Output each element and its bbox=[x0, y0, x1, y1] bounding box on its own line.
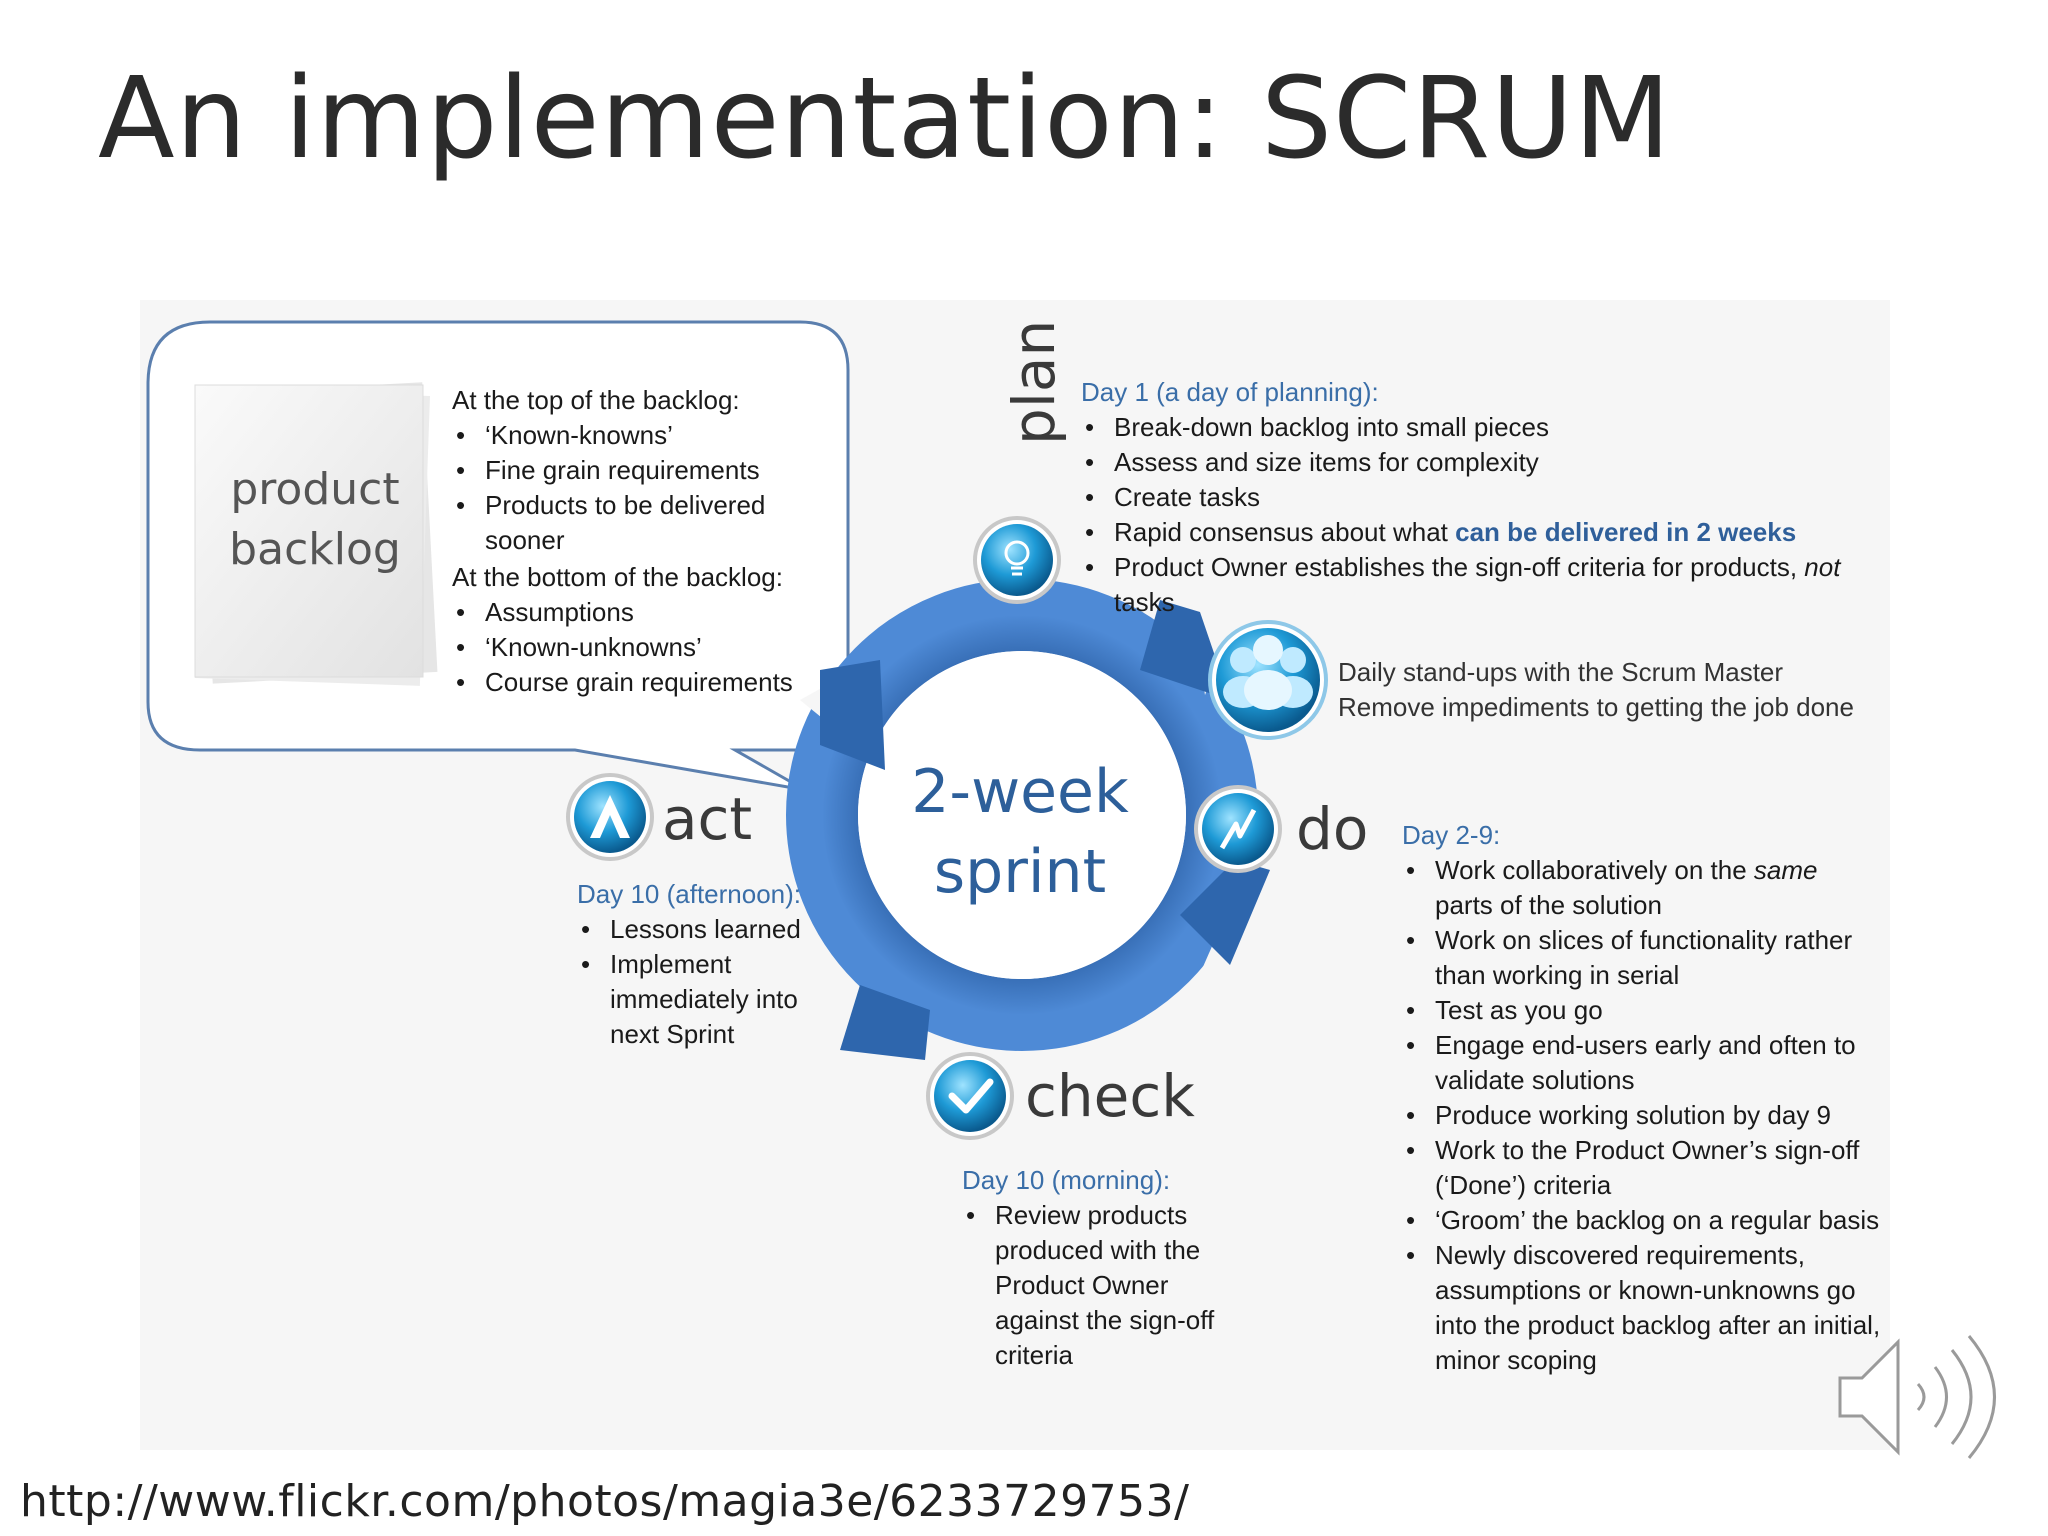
list-item: Lessons learned bbox=[577, 912, 807, 947]
act-heading: Day 10 (afternoon): bbox=[577, 879, 802, 909]
list-item: Work collaboratively on the same parts o… bbox=[1402, 853, 1882, 923]
list-item: ‘Groom’ the backlog on a regular basis bbox=[1402, 1203, 1882, 1238]
list-item: Break-down backlog into small pieces bbox=[1081, 410, 1881, 445]
plan-heading: Day 1 (a day of planning): bbox=[1081, 377, 1379, 407]
list-item: Produce working solution by day 9 bbox=[1402, 1098, 1882, 1133]
speaker-icon[interactable] bbox=[1838, 1335, 1996, 1459]
people-icon bbox=[1208, 620, 1328, 740]
do-heading: Day 2-9: bbox=[1402, 820, 1501, 850]
list-item: Review products produced with the Produc… bbox=[962, 1198, 1252, 1373]
backlog-top-heading: At the top of the backlog: bbox=[452, 385, 740, 415]
slide-title: An implementation: SCRUM bbox=[98, 54, 1672, 184]
backlog-bottom-section: At the bottom of the backlog: Assumption… bbox=[452, 560, 842, 700]
product-backlog-paper bbox=[194, 382, 438, 686]
list-item: Course grain requirements bbox=[452, 665, 842, 700]
check-details: Day 10 (morning): Review products produc… bbox=[962, 1163, 1252, 1373]
standup-text: Daily stand-ups with the Scrum Master Re… bbox=[1338, 657, 1854, 722]
check-heading: Day 10 (morning): bbox=[962, 1165, 1171, 1195]
lightning-icon bbox=[1194, 785, 1282, 873]
lightbulb-icon bbox=[973, 516, 1061, 604]
stage-label-check: check bbox=[1025, 1062, 1195, 1130]
list-item: Product Owner establishes the sign-off c… bbox=[1081, 550, 1881, 620]
list-item: Assess and size items for complexity bbox=[1081, 445, 1881, 480]
list-item: Rapid consensus about what can be delive… bbox=[1081, 515, 1881, 550]
list-item: Work to the Product Owner’s sign-off (‘D… bbox=[1402, 1133, 1882, 1203]
source-url[interactable]: http://www.flickr.com/photos/magia3e/623… bbox=[20, 1476, 1190, 1527]
ring-arrowheads bbox=[800, 600, 1275, 1060]
list-item: Create tasks bbox=[1081, 480, 1881, 515]
list-item: Fine grain requirements bbox=[452, 453, 842, 488]
list-item: Test as you go bbox=[1402, 993, 1882, 1028]
act-details: Day 10 (afternoon): Lessons learned Impl… bbox=[577, 877, 807, 1052]
list-item: ‘Known-unknowns’ bbox=[452, 630, 842, 665]
product-backlog-label: product backlog bbox=[229, 464, 401, 575]
list-item: Assumptions bbox=[452, 595, 842, 630]
stage-label-act: act bbox=[662, 785, 753, 853]
stage-label-do: do bbox=[1296, 795, 1369, 863]
list-item: Work on slices of functionality rather t… bbox=[1402, 923, 1882, 993]
backlog-bottom-heading: At the bottom of the backlog: bbox=[452, 562, 783, 592]
list-item: Engage end-users early and often to vali… bbox=[1402, 1028, 1882, 1098]
sprint-center-label: 2-week sprint bbox=[911, 757, 1129, 907]
stage-label-plan: plan bbox=[1000, 319, 1068, 445]
backlog-top-section: At the top of the backlog: ‘Known-knowns… bbox=[452, 383, 842, 558]
list-item: Products to be delivered sooner bbox=[452, 488, 842, 558]
plan-details: Day 1 (a day of planning): Break-down ba… bbox=[1081, 375, 1881, 620]
do-details: Day 2-9: Work collaboratively on the sam… bbox=[1402, 818, 1882, 1378]
list-item: Newly discovered requirements, assumptio… bbox=[1402, 1238, 1882, 1378]
checkmark-icon bbox=[926, 1052, 1014, 1140]
list-item: ‘Known-knowns’ bbox=[452, 418, 842, 453]
act-a-icon bbox=[566, 773, 654, 861]
list-item: Implement immediately into next Sprint bbox=[577, 947, 807, 1052]
